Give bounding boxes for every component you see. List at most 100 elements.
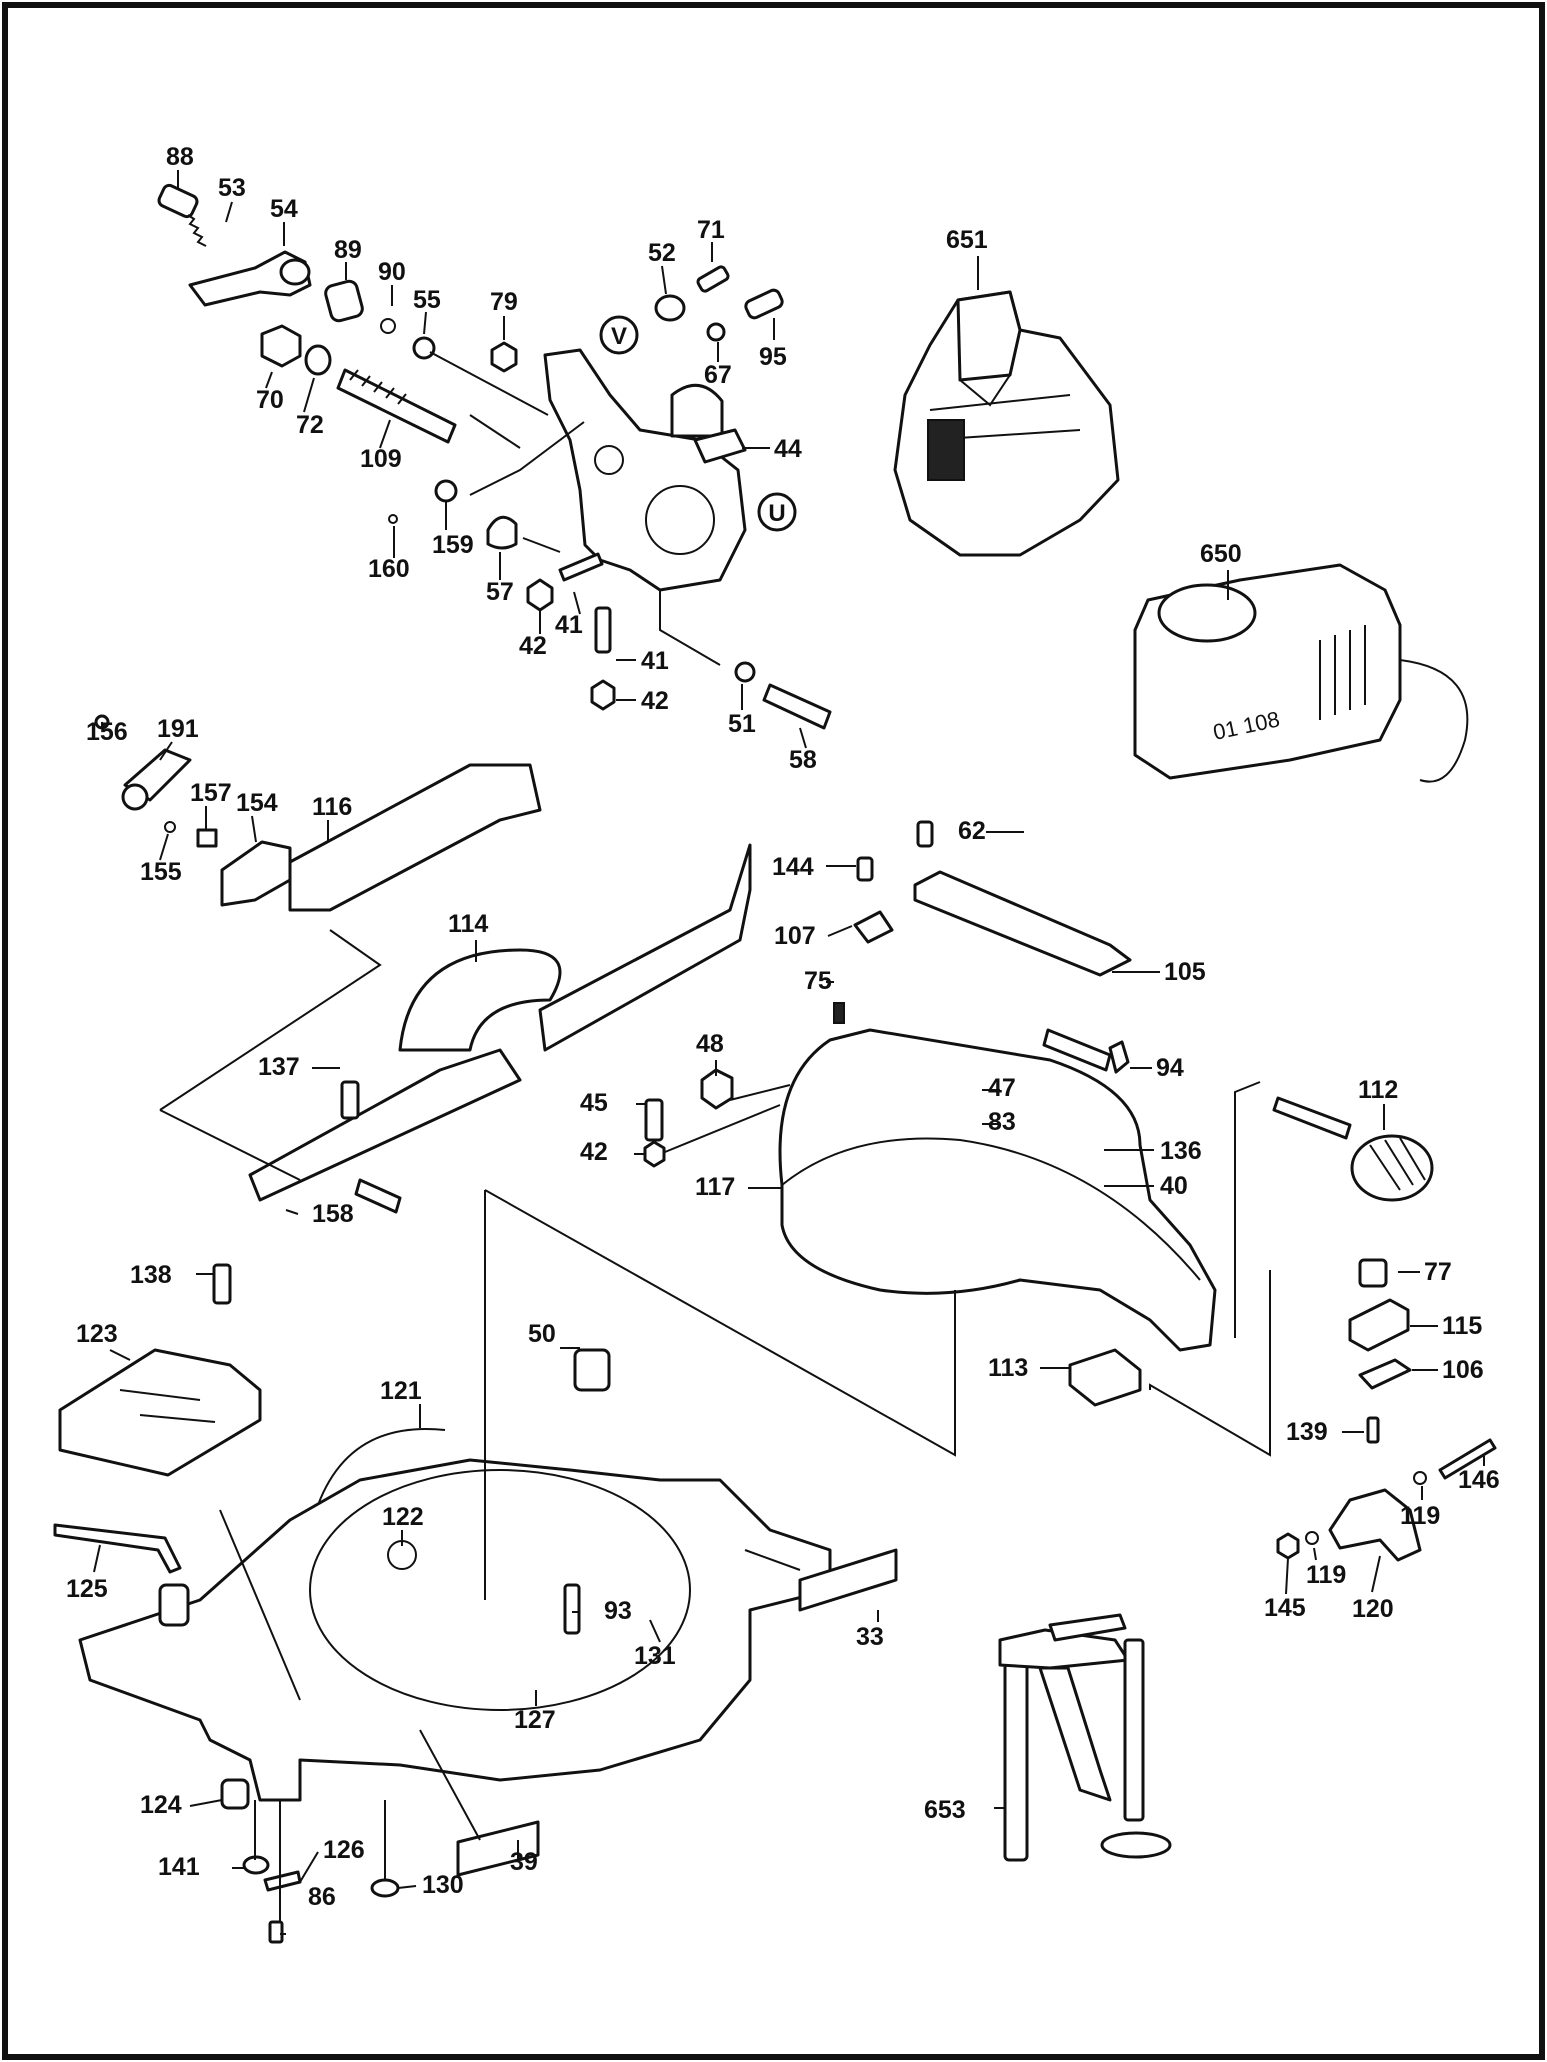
base-table-ring (309, 1469, 691, 1711)
part-95-pin (744, 288, 784, 320)
callout-126: 126 (323, 1836, 365, 1864)
part-120-clamp-arm (1328, 1488, 1422, 1562)
clamp-pad (1100, 1831, 1172, 1859)
part-146-bolt (1438, 1438, 1497, 1480)
callout-136: 136 (1160, 1137, 1202, 1165)
part-137-screw (340, 1080, 360, 1120)
callout-119b: 119 (1306, 1561, 1346, 1589)
part-90-circlip (380, 318, 396, 334)
part-119-washer-a (1413, 1471, 1427, 1485)
callout-95: 95 (759, 343, 787, 371)
battery-pack-651 (893, 290, 1120, 557)
pivot-bracket-body (543, 348, 747, 592)
part-70-nut (260, 324, 302, 368)
callout-44: 44 (774, 435, 802, 463)
callout-106: 106 (1442, 1356, 1484, 1384)
part-144-screw (856, 856, 874, 882)
callout-131: 131 (634, 1642, 676, 1670)
part-114-fence-bar (248, 1048, 522, 1202)
part-139-screw (1366, 1416, 1380, 1444)
callout-117: 117 (695, 1173, 735, 1201)
part-130-foot (370, 1878, 400, 1898)
callout-53: 53 (218, 174, 246, 202)
part-138-screw (212, 1263, 232, 1305)
turntable-assembly-lines (664, 1081, 1271, 1457)
callout-144: 144 (772, 853, 814, 881)
callout-160: 160 (368, 555, 410, 583)
marker-u-text: U (768, 500, 785, 527)
callout-77: 77 (1424, 1258, 1452, 1286)
assembly-lines (429, 351, 721, 666)
part-39-label (456, 1820, 540, 1877)
callout-72: 72 (296, 411, 324, 439)
callout-71: 71 (697, 216, 725, 244)
callout-125: 125 (66, 1575, 108, 1603)
callout-158: 158 (312, 1200, 354, 1228)
charger-vents (1319, 625, 1366, 720)
part-41-set-screw-b (594, 606, 612, 654)
part-115-lock-block (1348, 1298, 1410, 1352)
callout-130: 130 (422, 1871, 464, 1899)
marker-u: U (757, 492, 797, 532)
callout-42b: 42 (641, 687, 669, 715)
callout-653: 653 (924, 1796, 966, 1824)
callout-109: 109 (360, 445, 402, 473)
callout-157: 157 (190, 779, 232, 807)
part-54-hub (279, 258, 311, 286)
part-121-spring (317, 1428, 446, 1506)
part-145-nut (1276, 1532, 1300, 1560)
part-191-disc (121, 783, 149, 811)
callout-62: 62 (958, 817, 986, 845)
part-109-thread (349, 369, 407, 405)
callout-52: 52 (648, 239, 676, 267)
callout-120: 120 (1352, 1595, 1394, 1623)
part-88-pin (157, 183, 199, 219)
charger-cord (1399, 659, 1469, 783)
callout-123: 123 (76, 1320, 118, 1348)
part-160-ball (388, 514, 398, 524)
callout-138: 138 (130, 1261, 172, 1289)
callout-107: 107 (774, 922, 816, 950)
pivot-hole (594, 445, 624, 475)
callout-67: 67 (704, 361, 732, 389)
part-71-screw (696, 265, 730, 293)
part-62-screw (916, 820, 934, 848)
callout-labels: 88 53 54 89 90 55 70 72 109 160 159 57 7… (66, 143, 1500, 1911)
fence-assembly (94, 714, 752, 1214)
callout-86: 86 (308, 1883, 336, 1911)
part-51-washer (734, 661, 756, 683)
part-126-plate (263, 1870, 302, 1892)
part-114-fence-wing (538, 843, 752, 1052)
part-106-plate (1358, 1358, 1412, 1390)
part-114-fence-arch (398, 948, 562, 1052)
callout-650: 650 (1200, 540, 1242, 568)
turntable-top-edge (781, 1137, 1201, 1281)
turntable-assembly (643, 820, 1434, 1457)
callout-55: 55 (413, 286, 441, 314)
part-45-bolt (644, 1098, 664, 1142)
callout-48: 48 (696, 1030, 724, 1058)
marker-v: V (599, 315, 639, 355)
part-94-bolt-shank (1042, 1028, 1112, 1072)
charger-650: 01 108 (1133, 563, 1469, 783)
battery-terminal-block (956, 290, 1022, 382)
callout-47: 47 (988, 1074, 1016, 1102)
part-79-nut (490, 341, 518, 373)
part-54-lever (188, 250, 312, 307)
callout-154: 154 (236, 789, 278, 817)
part-159-washer (434, 479, 458, 503)
callout-90: 90 (378, 258, 406, 286)
callout-39: 39 (510, 1848, 538, 1876)
pivot-bore (645, 485, 715, 555)
callout-141: 141 (158, 1853, 200, 1881)
clamp-frame (1038, 1666, 1112, 1802)
part-157-bushing (196, 828, 218, 848)
base-assembly-lines (219, 1189, 956, 1922)
callout-121: 121 (380, 1377, 422, 1405)
part-155-pin (164, 821, 176, 833)
callout-112: 112 (1358, 1076, 1398, 1104)
callout-94: 94 (1156, 1054, 1184, 1082)
callout-45: 45 (580, 1089, 608, 1117)
